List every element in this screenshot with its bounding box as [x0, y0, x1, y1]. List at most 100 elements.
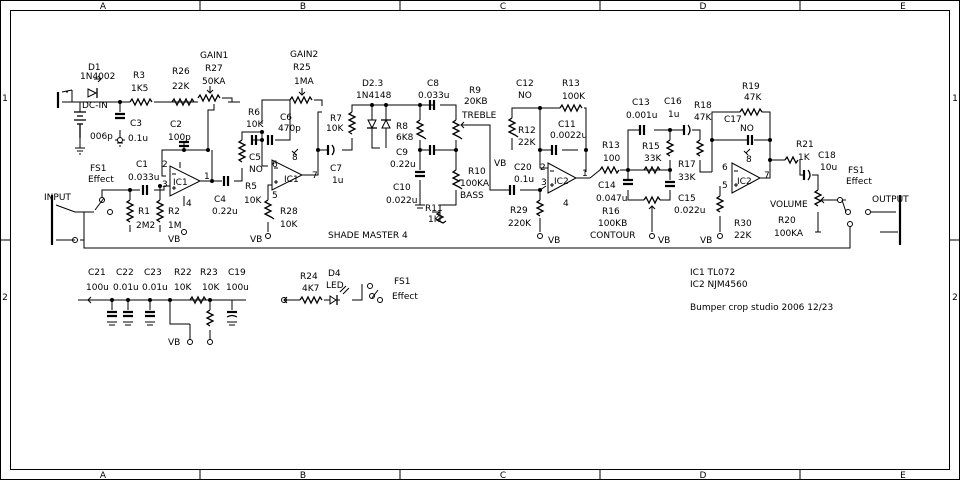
c6-ref: C6	[280, 113, 292, 123]
r9-ref: R9	[469, 86, 481, 96]
r23-ref: R23	[200, 268, 218, 278]
r28-val: 10K	[280, 220, 298, 230]
c7-ref: C7	[330, 164, 342, 174]
ic1b-label: IC1	[284, 175, 299, 185]
terminal-rings	[72, 137, 871, 345]
r13b-ref: R13	[602, 141, 620, 151]
vb-2: VB	[250, 235, 262, 245]
d4-ref: D4	[328, 269, 341, 279]
c11-val: 0.0022u	[550, 131, 587, 141]
d23-ref: D2.3	[362, 79, 383, 89]
c17-ref: C17	[724, 115, 742, 125]
project-title: SHADE MASTER 4	[328, 231, 408, 241]
c16-ref: C16	[664, 97, 682, 107]
c5-ref: C5	[249, 153, 261, 163]
battery-label: 006p	[90, 132, 113, 142]
border-col-b-bottom: B	[300, 471, 306, 480]
c7-val: 1u	[332, 176, 343, 186]
r24-ref: R24	[300, 272, 318, 282]
r18-ref: R18	[694, 101, 712, 111]
ic1a-pin3: 3	[162, 180, 168, 190]
r7-ref: R7	[330, 114, 342, 124]
r3-val: 1K5	[131, 84, 148, 94]
ic2b-label: IC2	[737, 177, 752, 187]
jack-contacts	[55, 89, 896, 241]
ic1a-pin4: 4	[186, 199, 192, 209]
c23-val: 0.01u	[142, 283, 168, 293]
r26-val: 22K	[172, 82, 190, 92]
ic1a-pin2: 2	[162, 160, 168, 170]
jacks	[50, 92, 902, 245]
c4-val: 0.22u	[212, 207, 238, 217]
ic2a-pin1: 1	[582, 169, 588, 179]
c12-ref: C12	[516, 79, 534, 89]
r5-ref: R5	[245, 182, 257, 192]
c10-ref: C10	[393, 183, 411, 193]
r21-val: 1K	[798, 153, 811, 163]
ic1a-pin1: 1	[204, 172, 210, 182]
junction-dots	[110, 100, 772, 302]
r19-val: 47K	[744, 93, 762, 103]
border-row-1-right: 1	[952, 94, 958, 104]
c9-ref: C9	[396, 148, 408, 158]
c3-val: 0.1u	[128, 134, 148, 144]
r17-ref: R17	[678, 160, 696, 170]
r16-name: CONTOUR	[590, 231, 636, 241]
fs1-label-2: FS1	[848, 166, 864, 176]
c22-ref: C22	[116, 268, 134, 278]
r28-ref: R28	[280, 207, 298, 217]
ic1-note: IC1 TL072	[690, 268, 735, 278]
ic1b-triangle	[271, 159, 304, 191]
r7-val: 10K	[326, 124, 344, 134]
ic1b-pin5: 5	[272, 191, 278, 201]
ic2b-pin7: 7	[764, 171, 770, 181]
border-col-a: A	[100, 2, 107, 12]
r3-ref: R3	[133, 71, 145, 81]
gain2-name: GAIN2	[290, 50, 318, 60]
r20-val: 100KA	[774, 229, 804, 239]
c23-ref: C23	[144, 268, 162, 278]
ic1a-triangle	[169, 165, 202, 197]
border-col-b: B	[300, 2, 306, 12]
c19-ref: C19	[228, 268, 246, 278]
c9-val: 0.22u	[390, 160, 416, 170]
fs1-sub-3: Effect	[392, 292, 418, 302]
r22-val: 10K	[174, 283, 192, 293]
r10-ref: R10	[468, 167, 486, 177]
r9-name: TREBLE	[461, 111, 497, 121]
c20-ref: C20	[514, 163, 532, 173]
r24-val: 4K7	[302, 284, 319, 294]
c22-val: 0.01u	[113, 283, 139, 293]
ic2a-pin3: 3	[541, 178, 547, 188]
c21-ref: C21	[88, 268, 106, 278]
r26-ref: R26	[172, 67, 190, 77]
c20-val: 0.1u	[514, 175, 534, 185]
r29-ref: R29	[510, 206, 528, 216]
c8-val: 0.033u	[418, 91, 449, 101]
r11-ref: R11	[425, 204, 443, 214]
c3-ref: C3	[130, 119, 142, 129]
border-row-2-right: 2	[952, 293, 958, 303]
ic1b-pin8: 8	[292, 153, 298, 163]
fs1-label-1: FS1	[90, 164, 106, 174]
r13a-val: 100K	[562, 92, 586, 102]
vb-5: VB	[658, 236, 670, 246]
c12-val: NO	[518, 91, 532, 101]
fs1-sub-1: Effect	[88, 175, 114, 185]
r29-val: 220K	[508, 219, 532, 229]
r25-val: 1MA	[294, 77, 314, 87]
r23-val: 10K	[202, 283, 220, 293]
r12-val: 22K	[518, 138, 536, 148]
capacitors	[107, 100, 806, 318]
c13-val: 0.001u	[626, 111, 657, 121]
c1-val: 0.033u	[128, 173, 159, 183]
c1-ref: C1	[136, 160, 148, 170]
border-col-e: E	[900, 2, 906, 12]
r25-ref: R25	[293, 63, 311, 73]
r1-ref: R1	[138, 207, 150, 217]
ic2b-triangle	[731, 162, 762, 194]
electrolytic-plates	[226, 124, 811, 318]
switch-arms	[94, 197, 847, 340]
c5-val: NO	[249, 165, 263, 175]
